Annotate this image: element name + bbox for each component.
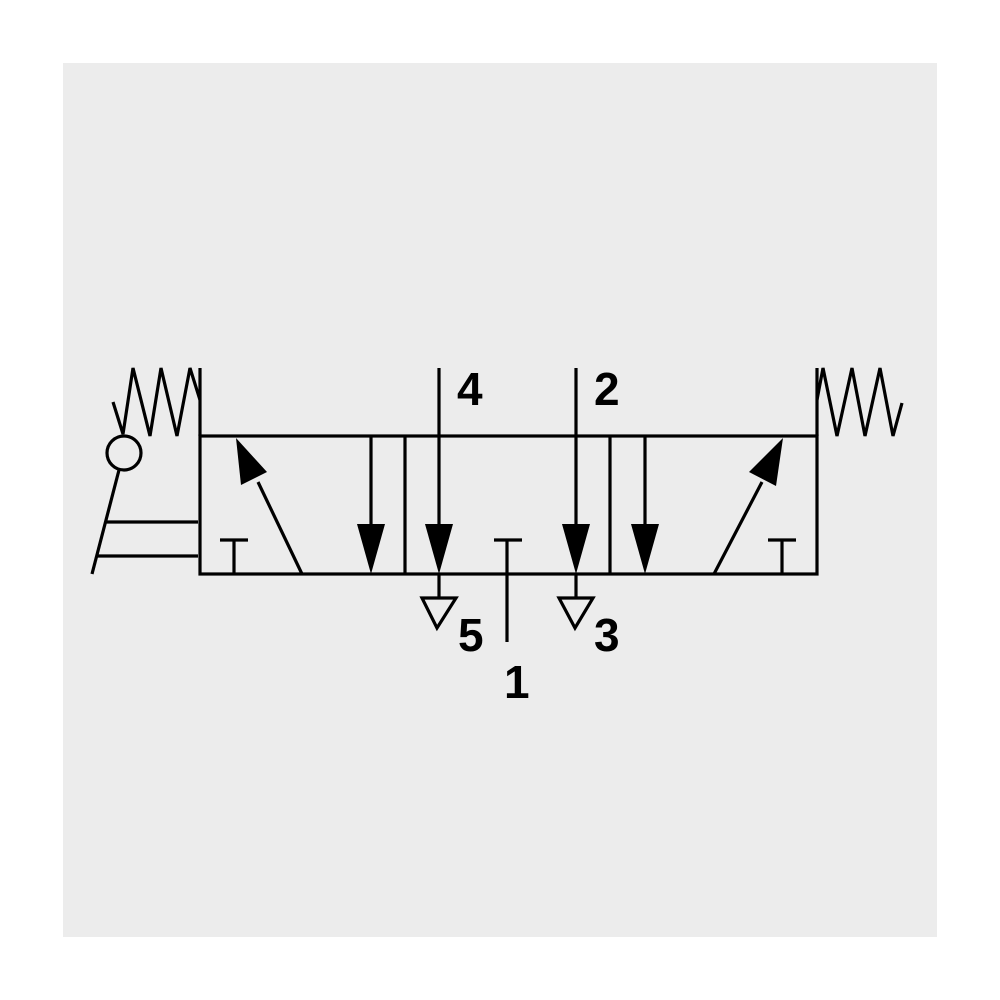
port-3-label: 3	[594, 609, 620, 661]
port-2-line	[556, 368, 596, 632]
roller-lever-actuator-icon	[90, 434, 198, 575]
blocked-port-icon	[768, 538, 796, 574]
background-panel	[63, 63, 937, 937]
flow-arrow-icon	[712, 438, 783, 575]
port-4-line	[419, 368, 459, 632]
flow-arrow-icon	[631, 436, 659, 574]
right-position	[631, 436, 796, 575]
flow-arrow-icon	[236, 438, 304, 575]
left-spring-icon	[111, 367, 202, 437]
blocked-port-icon	[220, 538, 248, 574]
exhaust-icon	[556, 596, 596, 632]
port-5-label: 5	[458, 609, 484, 661]
flow-arrow-icon	[357, 436, 385, 574]
port-4-label: 4	[457, 363, 483, 415]
right-spring-icon	[815, 367, 904, 437]
center-position	[419, 368, 596, 642]
port-1-label: 1	[504, 656, 530, 708]
port-2-label: 2	[594, 363, 620, 415]
left-position	[220, 436, 385, 575]
exhaust-icon	[419, 596, 459, 632]
port-1-line	[494, 538, 522, 642]
